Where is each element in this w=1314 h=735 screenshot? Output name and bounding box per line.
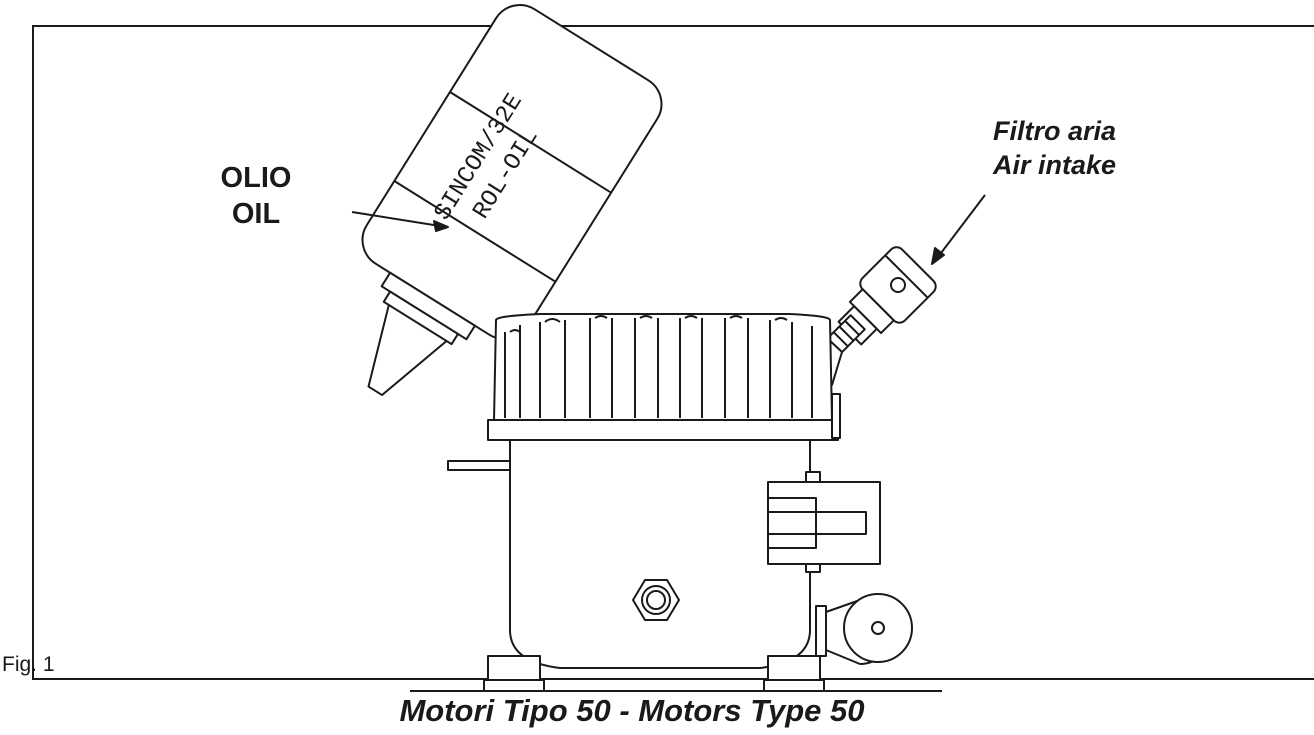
- oil-label: OLIO OIL: [196, 160, 316, 232]
- right-foot: [767, 655, 821, 681]
- oil-arrowhead: [433, 220, 449, 232]
- figure-caption: Motori Tipo 50 - Motors Type 50: [399, 693, 865, 728]
- air-filter: [837, 246, 937, 346]
- figure-number: Fig. 1: [2, 653, 55, 676]
- air-label-italian: Filtro aria: [993, 116, 1117, 146]
- compressor-body: [447, 439, 825, 692]
- discharge-tube: [447, 460, 511, 471]
- service-fitting: [632, 579, 680, 621]
- air-label-english: Air intake: [992, 150, 1117, 180]
- figure-frame: [32, 25, 1314, 680]
- electrical-box: [767, 471, 881, 573]
- oil-bottle: SINCOM/32E ROL-OIL: [361, 4, 663, 397]
- oil-label-italian: OLIO: [220, 162, 292, 194]
- air-arrowhead: [931, 247, 945, 265]
- oil-label-english: OIL: [231, 198, 281, 230]
- compressor-cover: [487, 313, 841, 441]
- air-intake-label: Filtro aria Air intake: [985, 114, 1116, 182]
- air-arrow: [937, 194, 986, 258]
- wheel: [815, 593, 913, 665]
- oil-arrow: [351, 211, 441, 227]
- left-foot: [487, 655, 541, 681]
